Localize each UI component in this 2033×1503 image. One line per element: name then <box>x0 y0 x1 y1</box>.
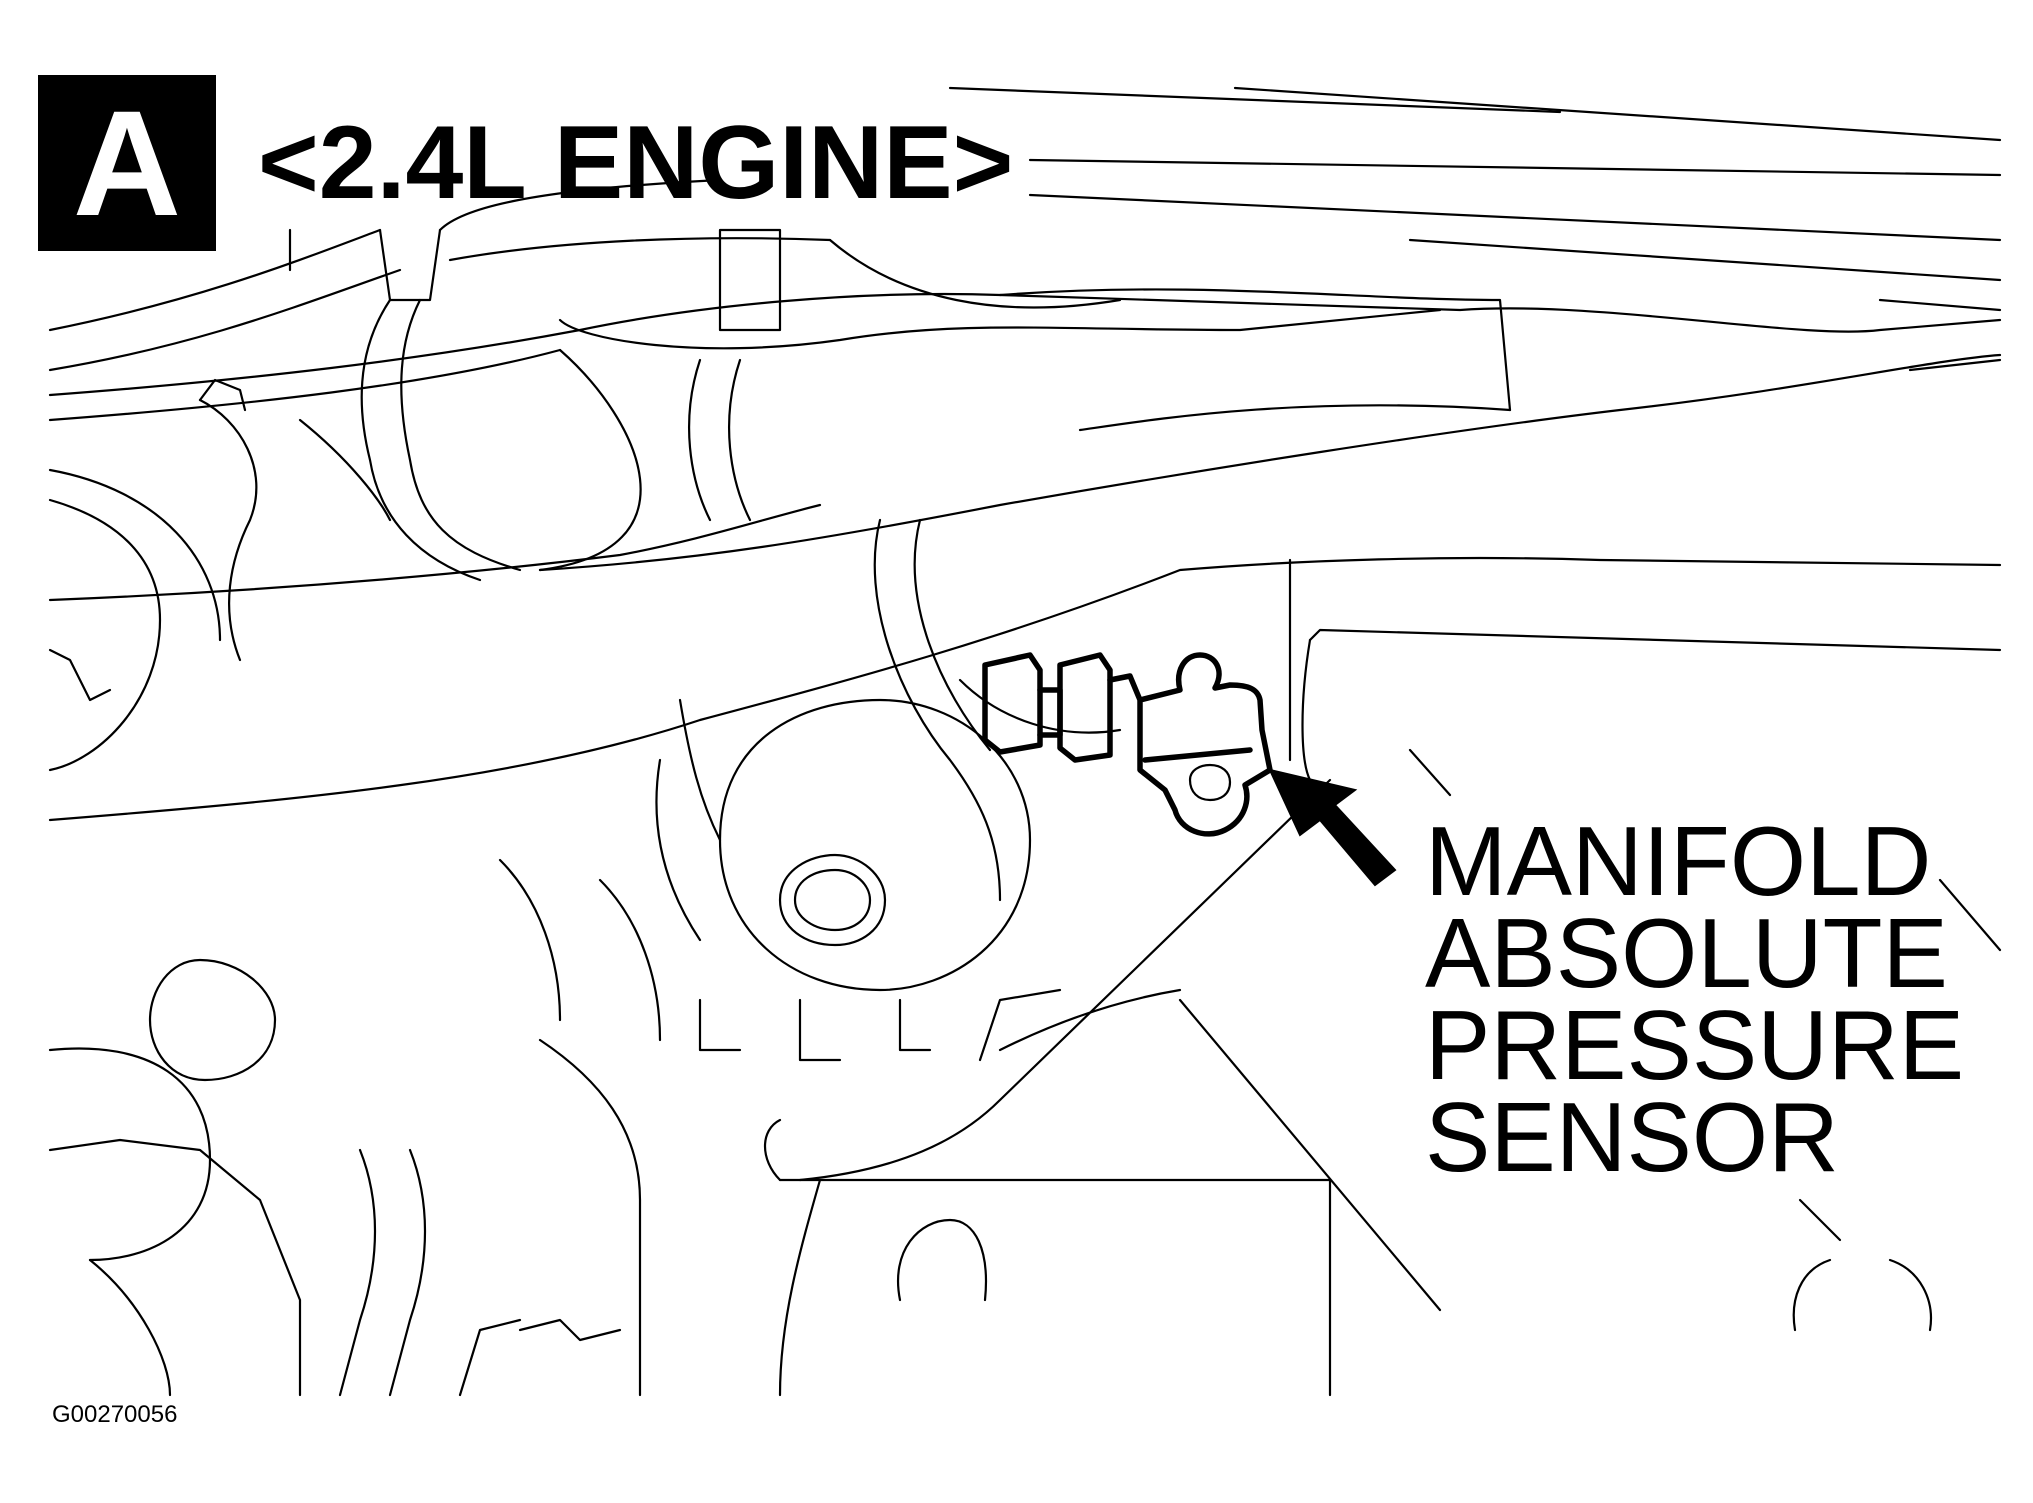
arrow-pointer-icon <box>1268 768 1397 887</box>
callout-line-4: SENSOR <box>1425 1082 1839 1192</box>
engine-title: <2.4L ENGINE> <box>258 105 1014 221</box>
callout-line-3: PRESSURE <box>1425 990 1965 1100</box>
left-component <box>48 378 258 772</box>
callout-line-1: MANIFOLD <box>1425 806 1932 916</box>
figure-id: G00270056 <box>52 1401 178 1428</box>
intake-manifold <box>48 288 2002 822</box>
engine-cover <box>798 558 2002 1397</box>
lower-engine-parts <box>48 858 1332 1397</box>
sensor-callout: MANIFOLD ABSOLUTE PRESSURE SENSOR <box>1425 806 1965 1192</box>
view-label-box: A <box>38 75 216 251</box>
pulley-assembly <box>655 698 1032 1062</box>
callout-line-2: ABSOLUTE <box>1425 898 1948 1008</box>
background-hatch-lines <box>948 86 2002 372</box>
upper-hoses <box>48 178 1442 582</box>
map-sensor <box>982 652 1273 837</box>
center-tubes <box>687 358 1122 902</box>
